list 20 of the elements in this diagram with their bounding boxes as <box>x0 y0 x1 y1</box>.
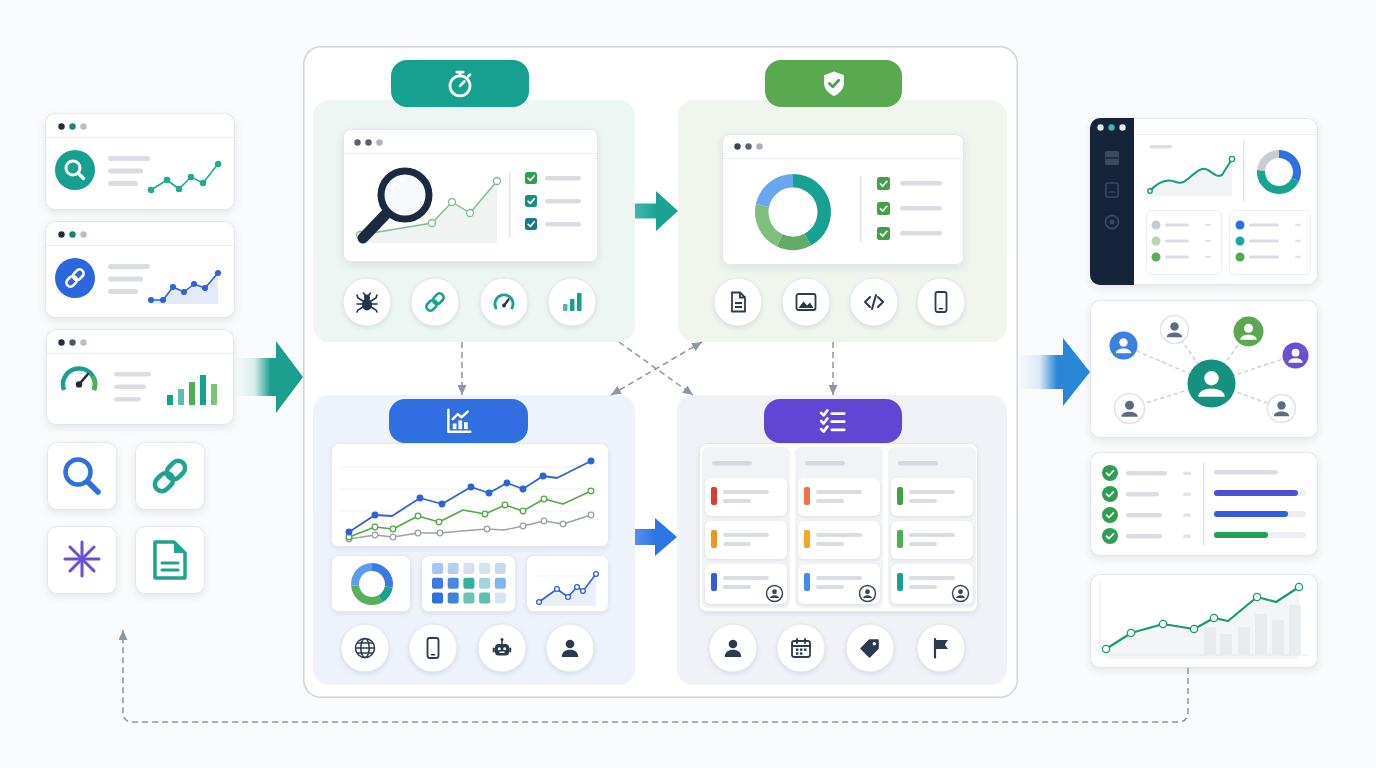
dashed-arrow <box>618 341 694 396</box>
stage-panel <box>677 395 1007 685</box>
dashed-arrow <box>457 341 467 396</box>
block-arrow <box>234 341 303 413</box>
block-arrow <box>635 518 677 556</box>
dashed-arrow <box>828 341 838 396</box>
dashed-arrow <box>610 341 703 396</box>
app-tile <box>135 442 205 510</box>
app-tile <box>47 526 117 594</box>
dashed-arrow <box>118 629 1189 723</box>
browser-window <box>45 113 235 210</box>
checklist-card <box>1090 452 1318 556</box>
browser-window <box>45 221 235 318</box>
app-tile <box>47 442 117 510</box>
network-card <box>1090 300 1318 438</box>
dashboard-window <box>1090 118 1318 285</box>
app-tile <box>135 526 205 594</box>
workflow-panel <box>303 46 1018 698</box>
block-arrow <box>635 191 678 231</box>
browser-window <box>46 329 234 425</box>
